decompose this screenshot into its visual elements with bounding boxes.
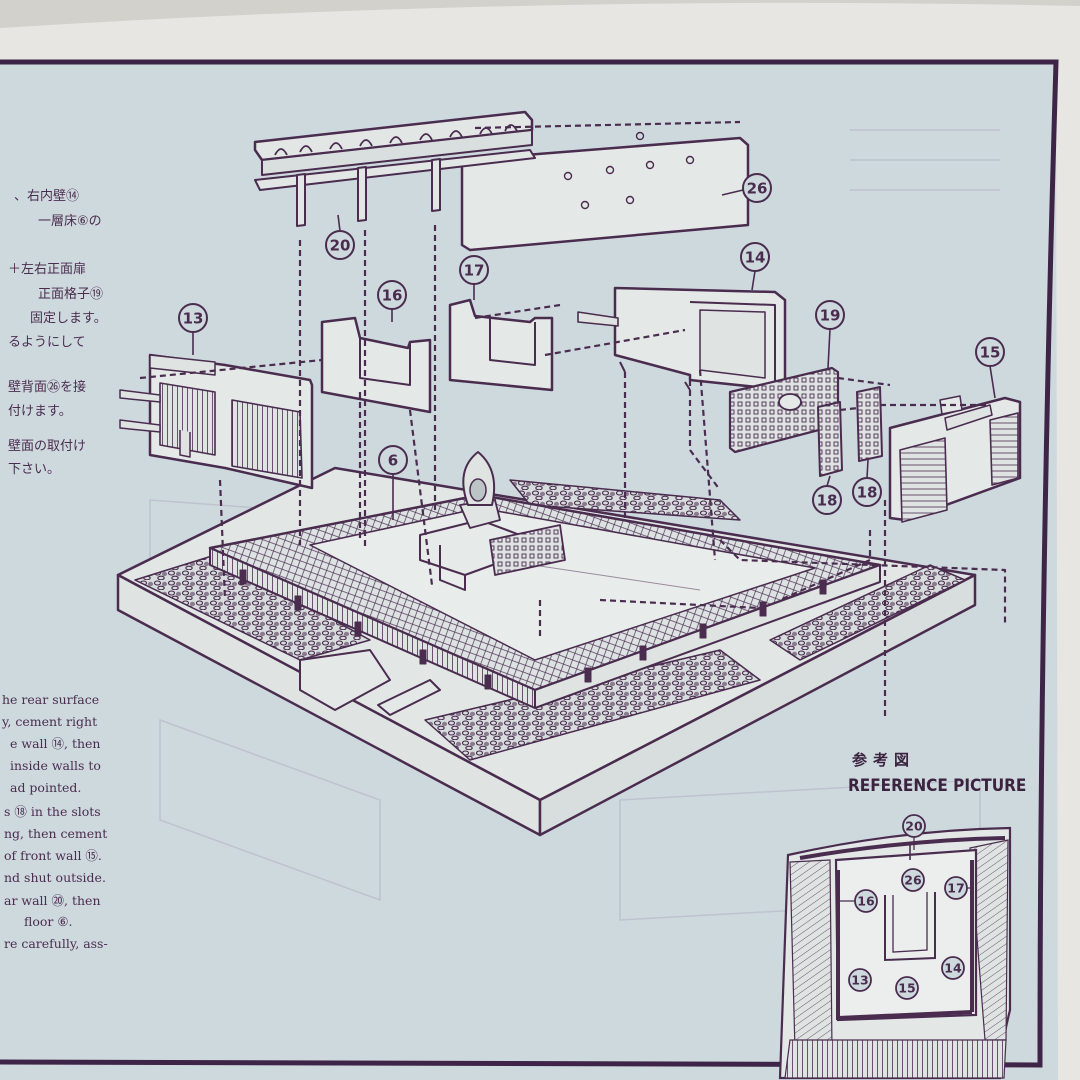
label-20: 20: [325, 230, 355, 260]
en-line-8: of front wall ⑮.: [4, 848, 102, 863]
svg-text:26: 26: [904, 873, 922, 888]
ref-label-15: 15: [895, 976, 919, 1000]
label-19: 19: [815, 300, 845, 330]
jp-line-8: 付けます。: [8, 404, 72, 419]
svg-text:13: 13: [183, 310, 204, 328]
en-line-4: inside walls to: [10, 758, 101, 773]
en-line-7: ng, then cement: [4, 826, 107, 841]
en-line-11: floor ⑥.: [24, 914, 73, 929]
svg-text:17: 17: [947, 881, 964, 896]
jp-line-1: 、右内壁⑭: [14, 188, 79, 204]
jp-line-6: るようにして: [8, 335, 86, 350]
part-labels: 26 20 16 17 14 13 19 15 6 18 18: [178, 173, 1005, 520]
exploded-assembly-diagram: 26 20 16 17 14 13 19 15 6 18 18: [116, 110, 1022, 837]
part-18-doors: [817, 386, 883, 477]
en-line-1: he rear surface: [2, 692, 99, 707]
svg-text:26: 26: [747, 180, 768, 198]
jp-line-7: 壁背面㉖を接: [8, 379, 86, 395]
label-16: 16: [377, 280, 407, 310]
jp-line-10: 下さい。: [8, 462, 60, 477]
part-13-left-wall: [119, 353, 314, 490]
ref-label-14: 14: [941, 956, 965, 980]
label-14: 14: [740, 242, 770, 272]
label-17: 17: [459, 255, 489, 285]
reference-title-jp: 参考図: [852, 751, 915, 769]
reference-picture: 参考図 REFERENCE PICTURE 20 26 16 17 13 15 …: [778, 751, 1026, 1080]
jp-line-3: ＋左右正面扉: [8, 261, 86, 277]
part-20-rear-frame: [253, 110, 536, 227]
reference-title-en: REFERENCE PICTURE: [848, 776, 1026, 796]
reference-plan-view: [778, 826, 1012, 1080]
ref-label-20: 20: [902, 814, 926, 838]
en-line-12: re carefully, ass-: [4, 936, 108, 951]
svg-text:18: 18: [857, 484, 878, 502]
jp-line-9: 壁面の取付け: [8, 439, 86, 454]
label-26: 26: [742, 173, 772, 203]
reference-labels: 20 26 16 17 13 15 14: [840, 814, 972, 1000]
label-13: 13: [178, 303, 208, 333]
part-17-inside-wall: [448, 298, 554, 392]
part-15-front-wall: [888, 395, 1022, 523]
svg-text:17: 17: [464, 262, 485, 280]
svg-text:16: 16: [382, 287, 403, 305]
en-line-3: e wall ⑭, then: [10, 736, 100, 751]
ref-label-17: 17: [944, 876, 968, 900]
page-border: [0, 59, 1059, 1068]
japanese-instructions: 、右内壁⑭ 一層床⑥の ＋左右正面扉 正面格子⑲ 固定します。 るようにして 壁…: [8, 188, 107, 477]
svg-text:14: 14: [745, 249, 766, 267]
jp-line-5: 固定します。: [30, 311, 107, 326]
en-line-2: y, cement right: [1, 714, 97, 729]
svg-text:19: 19: [820, 307, 841, 325]
jp-line-2: 一層床⑥の: [38, 214, 102, 229]
svg-text:6: 6: [388, 452, 398, 470]
part-26-rear-wall: [460, 131, 750, 252]
jp-line-4: 正面格子⑲: [38, 286, 103, 302]
ref-label-16: 16: [854, 889, 878, 913]
en-line-10: ar wall ⑳, then: [4, 893, 101, 908]
svg-text:13: 13: [851, 973, 868, 988]
svg-text:15: 15: [980, 344, 1001, 362]
en-line-6: s ⑱ in the slots: [4, 804, 101, 819]
svg-text:20: 20: [330, 237, 351, 255]
label-15: 15: [975, 337, 1005, 367]
label-18a: 18: [812, 485, 842, 515]
english-instructions: he rear surface y, cement right e wall ⑭…: [1, 692, 108, 951]
en-line-9: nd shut outside.: [4, 870, 106, 885]
ref-label-13: 13: [848, 968, 872, 992]
svg-text:18: 18: [817, 492, 838, 510]
svg-text:20: 20: [905, 819, 923, 834]
svg-text:16: 16: [857, 894, 875, 909]
svg-text:15: 15: [898, 981, 915, 996]
ref-label-26: 26: [901, 868, 925, 892]
floor-6: [208, 493, 882, 709]
part-14-right-inside-wall: [577, 286, 787, 392]
svg-text:14: 14: [944, 961, 962, 976]
label-18b: 18: [852, 477, 882, 507]
assembly-guide-lines: [139, 120, 1007, 720]
altar-with-statue: [419, 451, 566, 591]
en-line-5: ad pointed.: [10, 780, 81, 795]
part-16-inside-wall: [320, 316, 432, 414]
label-6: 6: [378, 445, 408, 475]
